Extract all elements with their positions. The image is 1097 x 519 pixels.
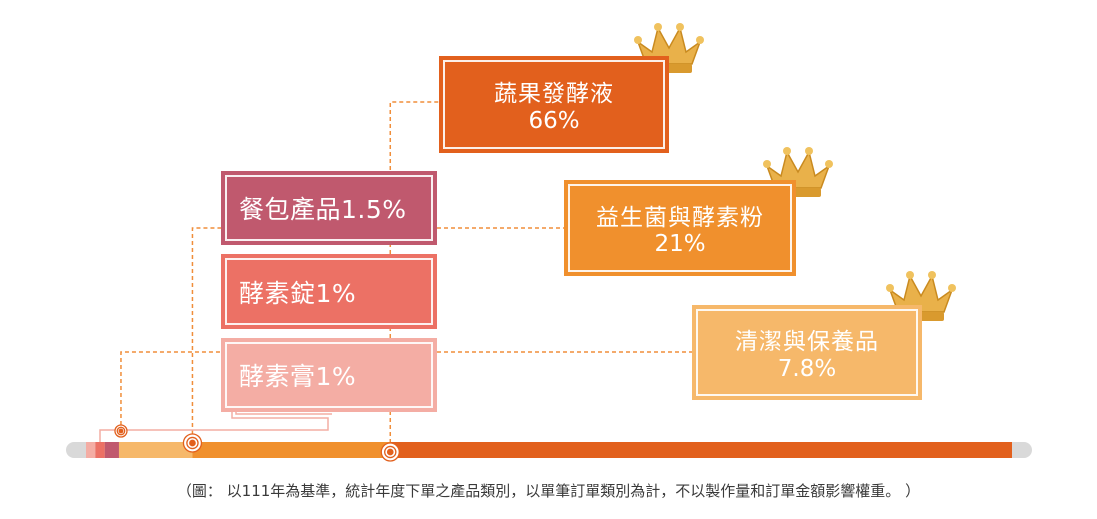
bar-segment <box>104 442 119 458</box>
card-border <box>225 342 433 408</box>
card-border <box>225 258 433 325</box>
bar-markers <box>114 424 400 462</box>
bar-segment <box>118 442 193 458</box>
leader-line <box>120 351 221 425</box>
leader-line <box>191 227 221 434</box>
category-percent: 66% <box>528 108 580 134</box>
card-cleaning-care: 清潔與保養品 7.8% <box>692 305 922 400</box>
leader-lines <box>120 101 692 443</box>
bar-segments <box>86 442 1012 458</box>
card-probiotic-enzyme-powder: 益生菌與酵素粉 21% <box>564 180 796 276</box>
bar-marker <box>118 428 124 434</box>
category-label: 酵素錠1% <box>239 278 357 308</box>
chart-caption: （圖： 以111年為基準，統計年度下單之產品類別，以單筆訂單類別為計，不以製作量… <box>176 482 921 500</box>
leader-line <box>389 101 439 443</box>
category-percent: 7.8% <box>777 356 837 382</box>
category-name: 清潔與保養品 <box>735 329 879 355</box>
bar-segment <box>95 442 105 458</box>
bar-marker <box>386 448 394 456</box>
small-cards-bracket <box>99 410 329 446</box>
bar-segment <box>390 442 1012 458</box>
card-border <box>696 309 918 396</box>
category-label: 酵素膏1% <box>239 362 357 391</box>
category-name: 益生菌與酵素粉 <box>596 205 764 231</box>
card-enzyme-paste: 酵素膏1% <box>221 338 437 412</box>
category-label: 餐包產品1.5% <box>239 195 407 224</box>
bar-segment <box>192 442 391 458</box>
card-border <box>568 184 792 272</box>
bar-segment <box>86 442 96 458</box>
card-fermented-liquid: 蔬果發酵液 66% <box>439 56 669 153</box>
category-percent: 21% <box>654 231 706 257</box>
card-enzyme-tablet: 酵素錠1% <box>221 254 437 329</box>
bar-marker <box>189 439 196 447</box>
category-name: 蔬果發酵液 <box>494 81 614 107</box>
card-border <box>443 60 665 149</box>
card-border <box>225 175 433 241</box>
card-meal-pack: 餐包產品1.5% <box>221 171 437 245</box>
